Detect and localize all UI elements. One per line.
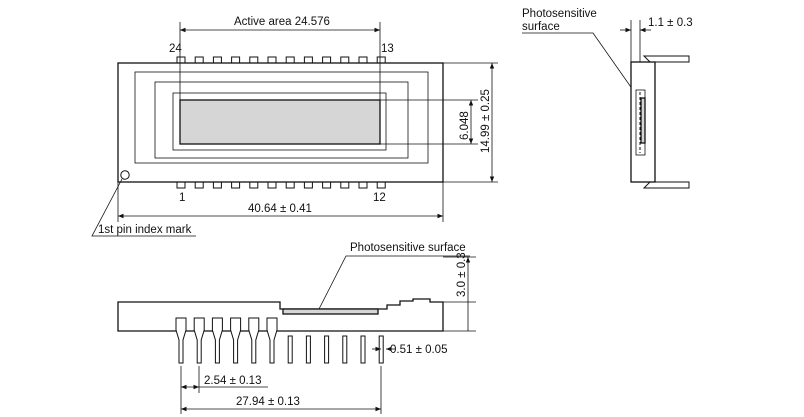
side-photosensitive-label-2: surface — [522, 21, 560, 33]
active-area-label: Active area 24.576 — [234, 16, 330, 28]
front-lead — [324, 335, 330, 364]
pin-24-label: 24 — [169, 43, 182, 55]
front-lead — [360, 335, 366, 364]
front-lead — [305, 335, 311, 364]
front-body — [117, 298, 444, 332]
pin-1-label: 1 — [179, 192, 185, 204]
top-view: Active area 24.576 24 13 1 12 6.048 14.9… — [91, 16, 498, 237]
index-mark-label: 1st pin index mark — [98, 224, 192, 236]
window-frame-outer — [134, 71, 429, 164]
front-lead — [287, 335, 293, 364]
front-lead — [175, 317, 187, 364]
top-pin — [376, 56, 386, 64]
bottom-pin — [340, 181, 350, 189]
top-pin — [249, 56, 259, 64]
bottom-pin — [194, 181, 204, 189]
front-view: Photosensitive surface 3.0 ± 0.3 0.51 ± … — [117, 242, 476, 414]
front-lead — [230, 317, 242, 364]
index-mark-leader — [91, 178, 196, 237]
top-pin — [194, 56, 204, 64]
top-pin — [340, 56, 350, 64]
bottom-pin — [285, 181, 295, 189]
front-lead — [211, 317, 223, 364]
pitch-label: 2.54 ± 0.13 — [204, 375, 261, 387]
bottom-pin — [176, 181, 186, 189]
top-pin — [358, 56, 368, 64]
bottom-pin — [231, 181, 241, 189]
side-chip — [640, 97, 646, 144]
bottom-pin — [322, 181, 332, 189]
bottom-pin — [303, 181, 313, 189]
top-pin — [303, 56, 313, 64]
pin-13-label: 13 — [381, 43, 394, 55]
sensor-frame — [172, 92, 387, 151]
top-pin-row — [176, 56, 386, 64]
window-frame-inner — [154, 81, 409, 159]
top-pin — [267, 56, 277, 64]
front-lead — [266, 317, 278, 364]
span-label: 27.94 ± 0.13 — [236, 396, 300, 408]
bottom-pin — [358, 181, 368, 189]
active-height-label: 6.048 — [459, 111, 471, 140]
active-area — [179, 99, 381, 145]
side-view: Photosensitive surface 1.1 ± 0.3 — [522, 8, 693, 189]
bottom-pin — [212, 181, 222, 189]
lead-width-label: 0.51 ± 0.05 — [390, 344, 447, 356]
side-photosensitive-label-1: Photosensitive — [522, 8, 597, 20]
side-photosensitive-leader — [522, 32, 641, 101]
pin1-index-dot — [120, 170, 130, 180]
pin-12-label: 12 — [373, 192, 386, 204]
front-lead — [378, 335, 384, 364]
thickness-label: 1.1 ± 0.3 — [648, 17, 693, 29]
front-lead-row — [175, 317, 384, 364]
side-lead-top — [642, 55, 690, 63]
top-pin — [285, 56, 295, 64]
front-lead — [342, 335, 348, 364]
front-chip — [282, 308, 379, 315]
top-pin — [212, 56, 222, 64]
height-label: 3.0 ± 0.3 — [456, 252, 468, 297]
front-photosensitive-leader — [317, 255, 470, 312]
bottom-pin — [376, 181, 386, 189]
bottom-pin — [267, 181, 277, 189]
front-lead — [248, 317, 260, 364]
bottom-pin — [249, 181, 259, 189]
top-pin — [322, 56, 332, 64]
side-lead-bottom — [642, 181, 690, 189]
top-pin — [231, 56, 241, 64]
front-photosensitive-label: Photosensitive surface — [350, 242, 466, 254]
front-lead — [193, 317, 205, 364]
package-height-label: 14.99 ± 0.25 — [480, 89, 492, 153]
bottom-pin-row — [176, 181, 386, 189]
package-width-label: 40.64 ± 0.41 — [248, 203, 312, 215]
top-pin — [176, 56, 186, 64]
